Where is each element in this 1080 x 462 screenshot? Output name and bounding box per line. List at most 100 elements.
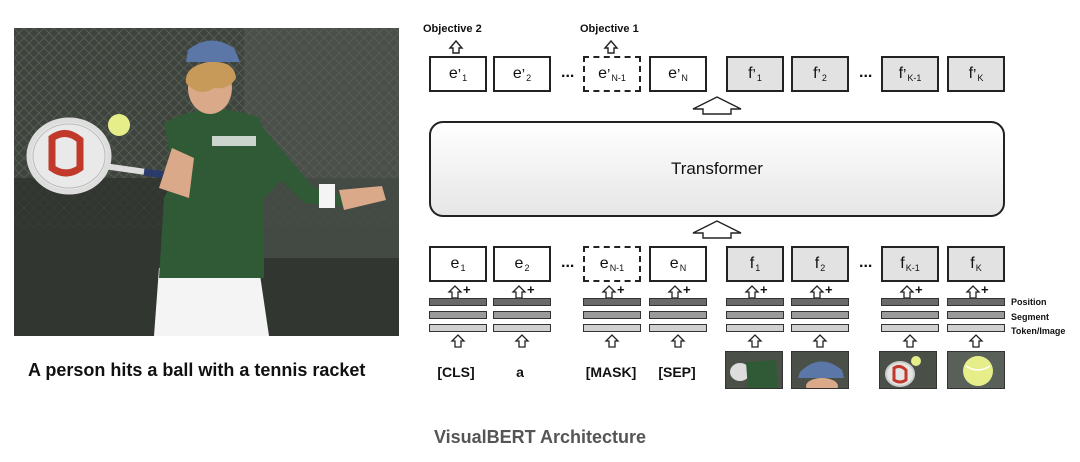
output-token-subscript: K-1 (907, 73, 921, 83)
input-up-arrow (450, 334, 466, 350)
output-token-8: f’K (947, 56, 1005, 92)
input-token-base: f (815, 255, 819, 273)
output-token-2: e’2 (493, 56, 551, 92)
output-token-5: f’1 (726, 56, 784, 92)
transformer-input-arrow (693, 221, 741, 238)
input-ellipsis-2: ... (859, 254, 872, 272)
segment-embedding-bar (649, 311, 707, 319)
input-token-base: e (600, 255, 609, 273)
output-token-prime: ’ (753, 66, 756, 83)
output-token-prime: ’ (458, 66, 461, 83)
segment-embedding-bar (429, 311, 487, 319)
output-token-subscript: 1 (462, 73, 467, 83)
input-token-subscript: 1 (460, 263, 465, 273)
output-token-base: e (598, 65, 607, 83)
output-token-1: e’1 (429, 56, 487, 92)
plus-sign: + (915, 282, 923, 297)
token-image-label: Token/Image (1011, 326, 1065, 336)
segment-embedding-bar (947, 311, 1005, 319)
token-embedding-bar (429, 324, 487, 332)
plus-sign: + (527, 282, 535, 297)
input-token-subscript: K (976, 263, 982, 273)
output-token-7: f’K-1 (881, 56, 939, 92)
token-embedding-bar (493, 324, 551, 332)
position-embedding-bar (493, 298, 551, 306)
input-token-base: e (670, 255, 679, 273)
input-text-a: a (480, 364, 560, 380)
segment-embedding-bar (726, 311, 784, 319)
input-token-base: f (900, 255, 904, 273)
token-embedding-bar (649, 324, 707, 332)
segment-label: Segment (1011, 312, 1049, 322)
position-embedding-bar (649, 298, 707, 306)
segment-embedding-bar (493, 311, 551, 319)
output-token-subscript: N-1 (611, 73, 626, 83)
output-token-prime: ’ (818, 66, 821, 83)
position-embedding-bar (726, 298, 784, 306)
token-embedding-bar (881, 324, 939, 332)
input-token-base: e (515, 255, 524, 273)
segment-embedding-bar (881, 311, 939, 319)
transformer-output-arrow (693, 97, 741, 114)
plus-sign: + (981, 282, 989, 297)
input-up-arrow (902, 334, 918, 350)
position-label: Position (1011, 297, 1047, 307)
position-embedding-bar (583, 298, 641, 306)
output-token-subscript: N (681, 73, 688, 83)
figure-title: VisualBERT Architecture (0, 427, 1080, 448)
image-region-thumb-3 (879, 351, 937, 389)
input-text-sep: [SEP] (637, 364, 717, 380)
token-embedding-bar (791, 324, 849, 332)
objective-2-arrow (450, 41, 462, 53)
output-token-6: f’2 (791, 56, 849, 92)
input-token-subscript: 1 (755, 263, 760, 273)
output-token-prime: ’ (522, 66, 525, 83)
plus-sign: + (683, 282, 691, 297)
transformer-label: Transformer (671, 159, 763, 179)
output-token-prime: ’ (973, 66, 976, 83)
output-token-base: e (449, 65, 458, 83)
input-ellipsis-1: ... (561, 254, 574, 272)
token-embedding-bar (947, 324, 1005, 332)
input-token-4: eN (649, 246, 707, 282)
objective-1-arrow (605, 41, 617, 53)
output-token-base: e (513, 65, 522, 83)
output-token-subscript: 1 (757, 73, 762, 83)
output-ellipsis-2: ... (859, 64, 872, 82)
plus-sign: + (617, 282, 625, 297)
input-token-base: f (970, 255, 974, 273)
output-token-subscript: 2 (822, 73, 827, 83)
output-token-base: e (668, 65, 677, 83)
input-up-arrow (514, 334, 530, 350)
input-up-arrow (670, 334, 686, 350)
output-token-prime: ’ (607, 66, 610, 83)
plus-sign: + (463, 282, 471, 297)
output-token-4: e’N (649, 56, 707, 92)
objective-2-label: Objective 2 (423, 23, 482, 35)
image-region-thumb-4 (947, 351, 1005, 389)
token-embedding-bar (583, 324, 641, 332)
output-ellipsis-1: ... (561, 64, 574, 82)
input-up-arrow (812, 334, 828, 350)
output-token-prime: ’ (677, 66, 680, 83)
input-up-arrow (747, 334, 763, 350)
output-token-3: e’N-1 (583, 56, 641, 92)
image-region-thumb-2 (791, 351, 849, 389)
segment-embedding-bar (791, 311, 849, 319)
plus-sign: + (825, 282, 833, 297)
input-token-base: f (750, 255, 754, 273)
input-token-subscript: N (680, 263, 687, 273)
position-embedding-bar (881, 298, 939, 306)
input-up-arrow (968, 334, 984, 350)
output-token-subscript: 2 (526, 73, 531, 83)
transformer-block: Transformer (429, 121, 1005, 217)
input-token-base: e (451, 255, 460, 273)
input-token-subscript: K-1 (906, 263, 920, 273)
objective-1-label: Objective 1 (580, 23, 639, 35)
